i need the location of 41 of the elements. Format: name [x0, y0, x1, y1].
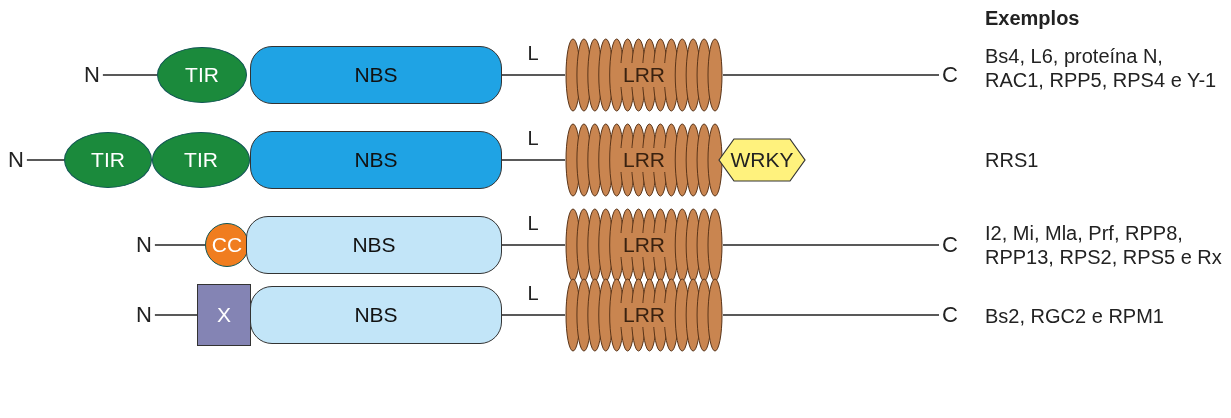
connector-line — [501, 314, 566, 316]
edge-label: L — [527, 41, 539, 65]
terminus-label: N — [84, 62, 100, 88]
terminus-label: N — [136, 302, 152, 328]
connector-line — [501, 74, 566, 76]
domain-oval: TIR — [64, 132, 152, 188]
example-list: RRS1 — [985, 148, 1225, 172]
connector-line — [102, 74, 158, 76]
repeat-domain: LRR — [565, 38, 723, 112]
connector-line — [501, 159, 566, 161]
terminus-label: N — [136, 232, 152, 258]
domain-box: NBS — [250, 131, 502, 189]
connector-line — [501, 244, 566, 246]
terminus-label: C — [942, 302, 958, 328]
connector-line — [154, 314, 198, 316]
edge-label: L — [527, 281, 539, 305]
domain-oval: TIR — [157, 47, 247, 103]
domain-square: X — [197, 284, 251, 346]
connector-line — [722, 74, 940, 76]
column-heading: Exemplos — [985, 6, 1081, 30]
domain-box: NBS — [250, 286, 502, 344]
domain-box: NBS — [250, 46, 502, 104]
repeat-domain: LRR — [565, 208, 723, 282]
terminus-label: N — [8, 147, 24, 173]
repeat-domain: LRR — [565, 278, 723, 352]
connector-line — [722, 244, 940, 246]
connector-line — [722, 314, 940, 316]
edge-label: L — [527, 211, 539, 235]
example-list: Bs4, L6, proteína N, RAC1, RPP5, RPS4 e Y-1 — [985, 44, 1225, 92]
repeat-domain: LRR — [565, 123, 723, 197]
terminus-label: C — [942, 232, 958, 258]
domain-oval: TIR — [152, 132, 250, 188]
example-list: Bs2, RGC2 e RPM1 — [985, 304, 1225, 328]
connector-line — [154, 244, 206, 246]
domain-circle: CC — [205, 223, 249, 267]
domain-hexagon: WRKY — [718, 138, 806, 182]
edge-label: L — [527, 126, 539, 150]
connector-line — [26, 159, 65, 161]
domain-box: NBS — [246, 216, 502, 274]
terminus-label: C — [942, 62, 958, 88]
example-list: I2, Mi, Mla, Prf, RPP8, RPP13, RPS2, RPS5 e Rx — [985, 221, 1225, 269]
